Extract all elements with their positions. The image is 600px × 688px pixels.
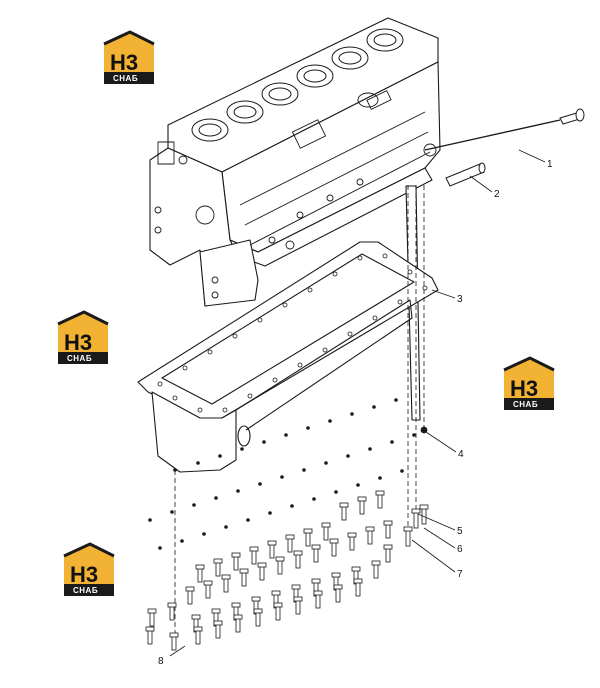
logo-watermark-1: H3 СНАБ bbox=[103, 30, 155, 84]
svg-text:СНАБ: СНАБ bbox=[73, 586, 98, 595]
svg-text:H3: H3 bbox=[510, 376, 538, 401]
assembly-guide-lines bbox=[174, 185, 425, 640]
callout-2: 2 bbox=[494, 189, 500, 200]
callout-1: 1 bbox=[547, 159, 553, 170]
engine-block bbox=[149, 17, 441, 421]
svg-text:H3: H3 bbox=[64, 330, 92, 355]
callout-6: 6 bbox=[457, 544, 463, 555]
svg-text:H3: H3 bbox=[70, 562, 98, 587]
svg-text:СНАБ: СНАБ bbox=[113, 74, 138, 83]
logo-watermark-2: H3 СНАБ bbox=[57, 310, 109, 364]
oil-pan bbox=[137, 241, 439, 473]
washer-rows bbox=[148, 398, 416, 550]
svg-text:СНАБ: СНАБ bbox=[67, 354, 92, 363]
dipstick bbox=[424, 108, 585, 151]
logo-watermark-3: H3 СНАБ bbox=[503, 356, 555, 410]
svg-text:H3: H3 bbox=[110, 50, 138, 75]
callout-3: 3 bbox=[457, 294, 463, 305]
callout-leaders bbox=[169, 149, 546, 657]
callout-7: 7 bbox=[457, 569, 463, 580]
svg-text:СНАБ: СНАБ bbox=[513, 400, 538, 409]
logo-watermark-4: H3 СНАБ bbox=[63, 542, 115, 596]
bolt-rows bbox=[145, 426, 429, 651]
callout-4: 4 bbox=[458, 449, 464, 460]
dipstick-tube-sleeve bbox=[445, 162, 486, 187]
callout-5: 5 bbox=[457, 526, 463, 537]
callout-8: 8 bbox=[158, 656, 164, 667]
